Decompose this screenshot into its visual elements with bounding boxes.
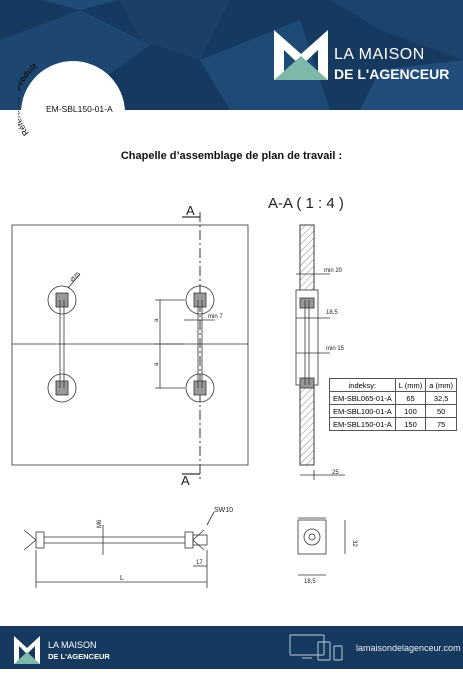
table-cell: EM-SBL100-01-A [329, 404, 396, 418]
dim-min20: min 20 [324, 268, 343, 274]
dim-a-bottom: a [154, 362, 160, 366]
dim-18-5-top: 18,5 [326, 310, 338, 316]
table-cell: 75 [425, 417, 457, 431]
bolt-side-view [23, 511, 215, 588]
hole-left-top [47, 285, 77, 315]
table-header: a (mm) [425, 378, 457, 392]
dim-32: 32 [351, 540, 357, 547]
dim-L: L [120, 575, 124, 582]
footer-graphics [14, 634, 343, 664]
table-row: EM-SBL150-01-A 150 75 [329, 417, 457, 431]
dim-17: 17 [196, 560, 203, 566]
table-header: L (mm) [394, 378, 427, 392]
footer-brand-line1: LA MAISON [48, 640, 97, 650]
table-cell: 150 [394, 417, 427, 431]
table-cell: EM-SBL150-01-A [329, 417, 396, 431]
hole-right-top [185, 285, 215, 315]
brand-name-line1: LA MAISON [334, 46, 425, 63]
table-cell: EM-SBL065-01-A [329, 391, 396, 405]
dim-a-top: a [154, 318, 160, 322]
logo-mark-icon [274, 30, 328, 80]
devices-icon [289, 634, 343, 661]
page-title: Chapelle d’assemblage de plan de travail… [120, 150, 343, 162]
dim-m6: M6 [97, 519, 103, 528]
table-cell: 65 [394, 391, 427, 405]
brand-name-line2: DE L'AGENCEUR [334, 66, 450, 82]
brand-logo: LA MAISON DE L'AGENCEUR [272, 26, 449, 86]
plan-view [11, 212, 249, 480]
table-row: EM-SBL065-01-A 65 32,5 [329, 391, 457, 405]
dim-min7: min 7 [208, 314, 223, 320]
table-header-row: indeksy: L (mm) a (mm) [329, 378, 457, 392]
worktop-outline [11, 224, 249, 466]
dim-sw10: SW10 [214, 507, 233, 514]
website-link[interactable]: lamaisondelagenceur.com [356, 643, 461, 653]
page-footer [0, 626, 463, 669]
table-cell: 100 [394, 404, 427, 418]
hole-left-bottom [47, 373, 77, 403]
footer-logo-icon [14, 636, 40, 664]
section-view-title: A-A ( 1 : 4 ) [268, 195, 344, 212]
dim-25: 25 [332, 470, 339, 476]
hole-right-bottom [185, 373, 215, 403]
product-reference-code: EM-SBL150-01-A [46, 104, 113, 114]
table-row: EM-SBL100-01-A 100 50 [329, 404, 457, 418]
table-header: indeksy: [329, 378, 396, 392]
reference-badge: Référence Produit [18, 61, 125, 165]
dimensions-table: indeksy: L (mm) a (mm) EM-SBL065-01-A 65… [329, 378, 457, 431]
section-marker-top: A [186, 203, 195, 218]
section-view [295, 224, 345, 480]
dim-18-5-bottom: 18,5 [304, 579, 316, 585]
dim-diameter: Ø35 [70, 271, 83, 284]
bolt-end-view [297, 517, 346, 576]
dim-min15: min 15 [326, 346, 345, 352]
section-marker-bottom: A [181, 473, 190, 488]
table-cell: 50 [425, 404, 457, 418]
table-cell: 32,5 [425, 391, 457, 405]
footer-brand-line2: DE L'AGENCEUR [48, 652, 110, 661]
